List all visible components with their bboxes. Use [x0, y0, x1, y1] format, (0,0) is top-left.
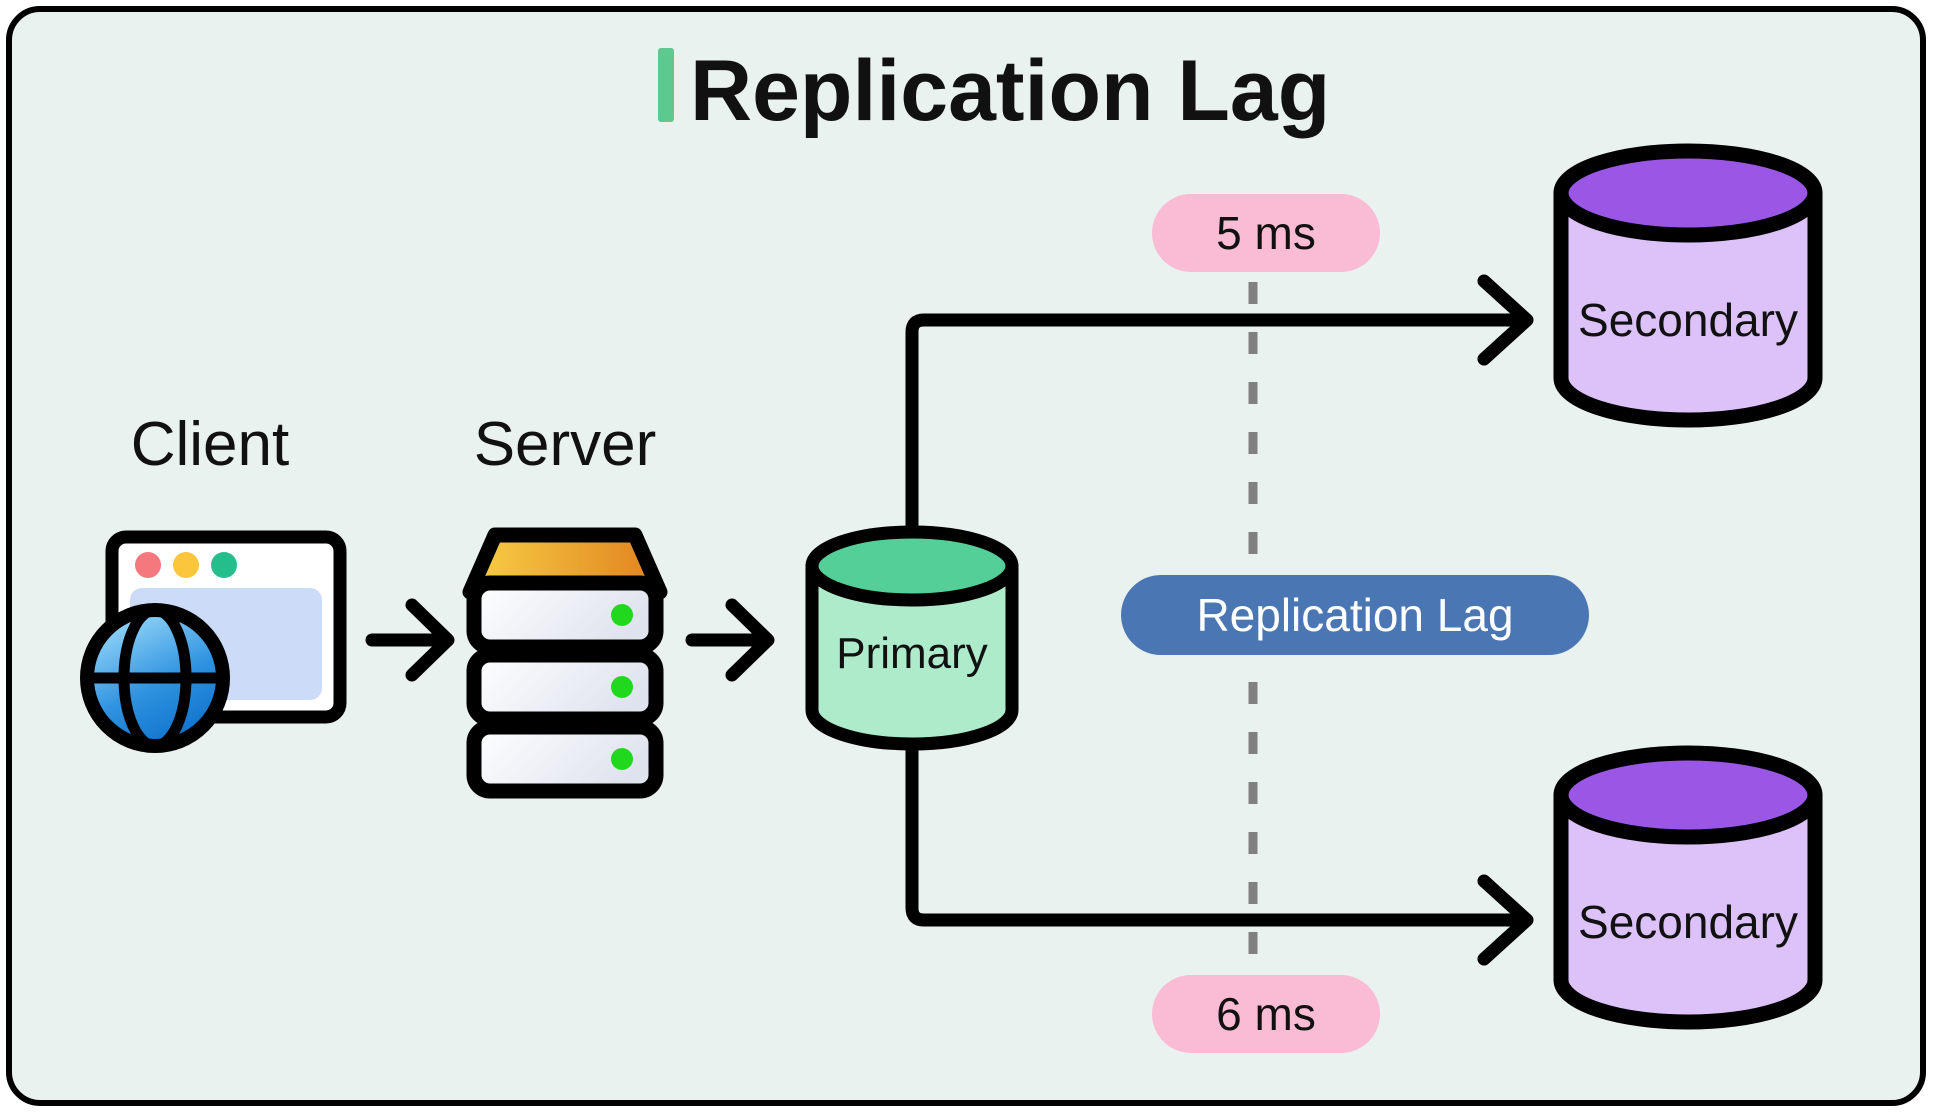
primary-database-cylinder: Primary [805, 525, 1019, 751]
arrow-primary-to-secondary-bottom [905, 693, 1534, 966]
arrow-client-to-server [365, 598, 455, 682]
page-title: Replication Lag [690, 43, 1330, 139]
server-label: Server [474, 410, 657, 479]
title-accent-bar [658, 48, 674, 122]
secondary-bottom-label: Secondary [1578, 896, 1798, 948]
arrow-server-to-primary [685, 598, 775, 682]
yellow-dot [173, 552, 199, 578]
latency-badge-top: 5 ms [1152, 194, 1380, 272]
server-status-led [611, 604, 633, 626]
secondary-top-label: Secondary [1578, 294, 1798, 346]
secondary-bottom-database-cylinder: Secondary [1553, 745, 1823, 1030]
replication-lag-badge: Replication Lag [1121, 575, 1589, 655]
latency-badge-top-label: 5 ms [1216, 207, 1316, 259]
client-label: Client [131, 410, 290, 479]
server-status-led [611, 748, 633, 770]
secondary-top-database-cylinder: Secondary [1553, 143, 1823, 428]
globe-icon [80, 603, 230, 753]
red-dot [135, 552, 161, 578]
arrow-primary-to-secondary-top [905, 274, 1534, 627]
latency-badge-bottom: 6 ms [1152, 975, 1380, 1053]
green-dot [211, 552, 237, 578]
server-rack-icon [462, 527, 668, 799]
primary-label: Primary [836, 629, 988, 678]
latency-badge-bottom-label: 6 ms [1216, 988, 1316, 1040]
server-status-led [611, 676, 633, 698]
replication-lag-badge-label: Replication Lag [1196, 589, 1513, 641]
